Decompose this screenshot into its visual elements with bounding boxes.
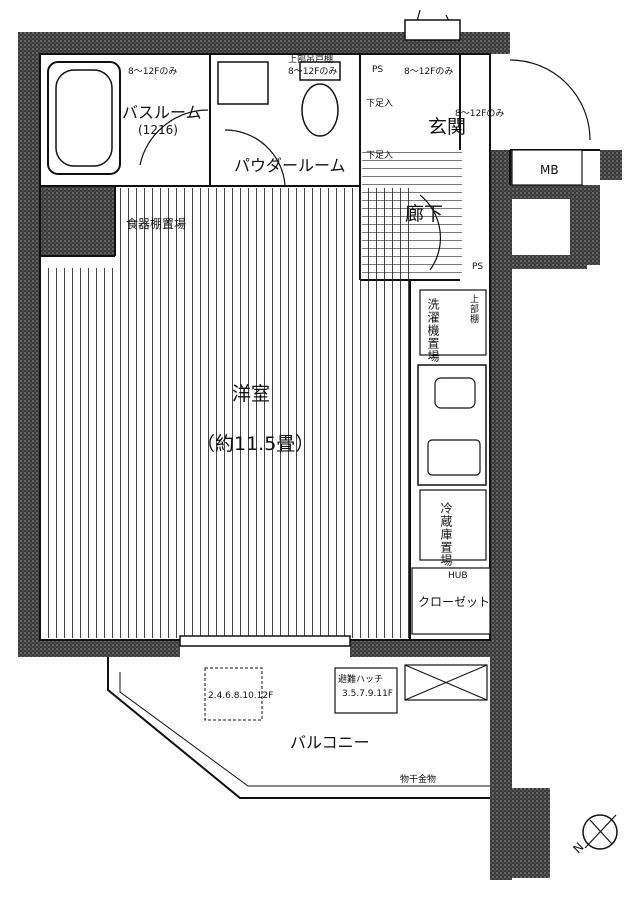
- windows: [179, 19, 461, 647]
- washer-place-label: 洗濯機置場: [426, 298, 440, 363]
- laundry-pole-label: 物干金物: [400, 775, 437, 785]
- bath-floors-note: 8～12Fのみ: [128, 67, 178, 77]
- storage-boxes: [411, 149, 583, 635]
- closet-label: クローゼット: [418, 595, 491, 609]
- footrest-bottom-label: 下足入: [366, 151, 394, 161]
- washbasin: [217, 61, 269, 105]
- compass: [582, 814, 618, 850]
- ps-mid-label: PS: [472, 262, 484, 272]
- bathroom-size-label: (1216): [138, 123, 178, 137]
- exterior-walls: [18, 32, 622, 880]
- powder-room-label: パウダールーム: [234, 156, 346, 175]
- ladder-floors-note: 2.4.6.8.10.12F: [208, 691, 274, 701]
- dish-shelf-label: 食器棚置場: [126, 217, 187, 231]
- western-room-flooring: [115, 188, 410, 638]
- western-room-label: 洋室: [232, 383, 271, 405]
- kitchen-counter: [417, 364, 487, 486]
- escape-hatch-label: 避難ハッチ: [338, 675, 384, 685]
- bathroom-label: バスルーム: [122, 103, 202, 122]
- toilet: [299, 61, 341, 137]
- upper-cabinet-label: 上部棚: [468, 294, 478, 324]
- western-room-size-label: （約11.5畳）: [196, 433, 315, 455]
- footrest-top-label: 下足入: [366, 99, 394, 109]
- entrance-label: 玄関: [428, 116, 467, 138]
- western-room-alcove-flooring: [42, 268, 115, 638]
- corridor-label: 廊下: [405, 203, 444, 225]
- fridge-place-label: 冷蔵庫置場: [439, 502, 453, 567]
- bathtub: [47, 61, 121, 175]
- door-floors-note: 8～12Fのみ: [455, 109, 505, 119]
- toilet-floors-note: 8～12Fのみ: [288, 67, 338, 77]
- upper-hanging-cabinet-label: 上部吊戸棚: [288, 55, 334, 65]
- balcony-area: [107, 657, 490, 799]
- ps-top-label: PS: [372, 65, 384, 75]
- mb-label: MB: [540, 163, 559, 177]
- entry-floors-note: 8～12Fのみ: [404, 67, 454, 77]
- balcony-label: バルコニー: [290, 733, 370, 752]
- corridor-flooring: [362, 150, 462, 278]
- escape-floors-note: 3.5.7.9.11F: [342, 689, 393, 699]
- hub-label: HUB: [448, 571, 468, 581]
